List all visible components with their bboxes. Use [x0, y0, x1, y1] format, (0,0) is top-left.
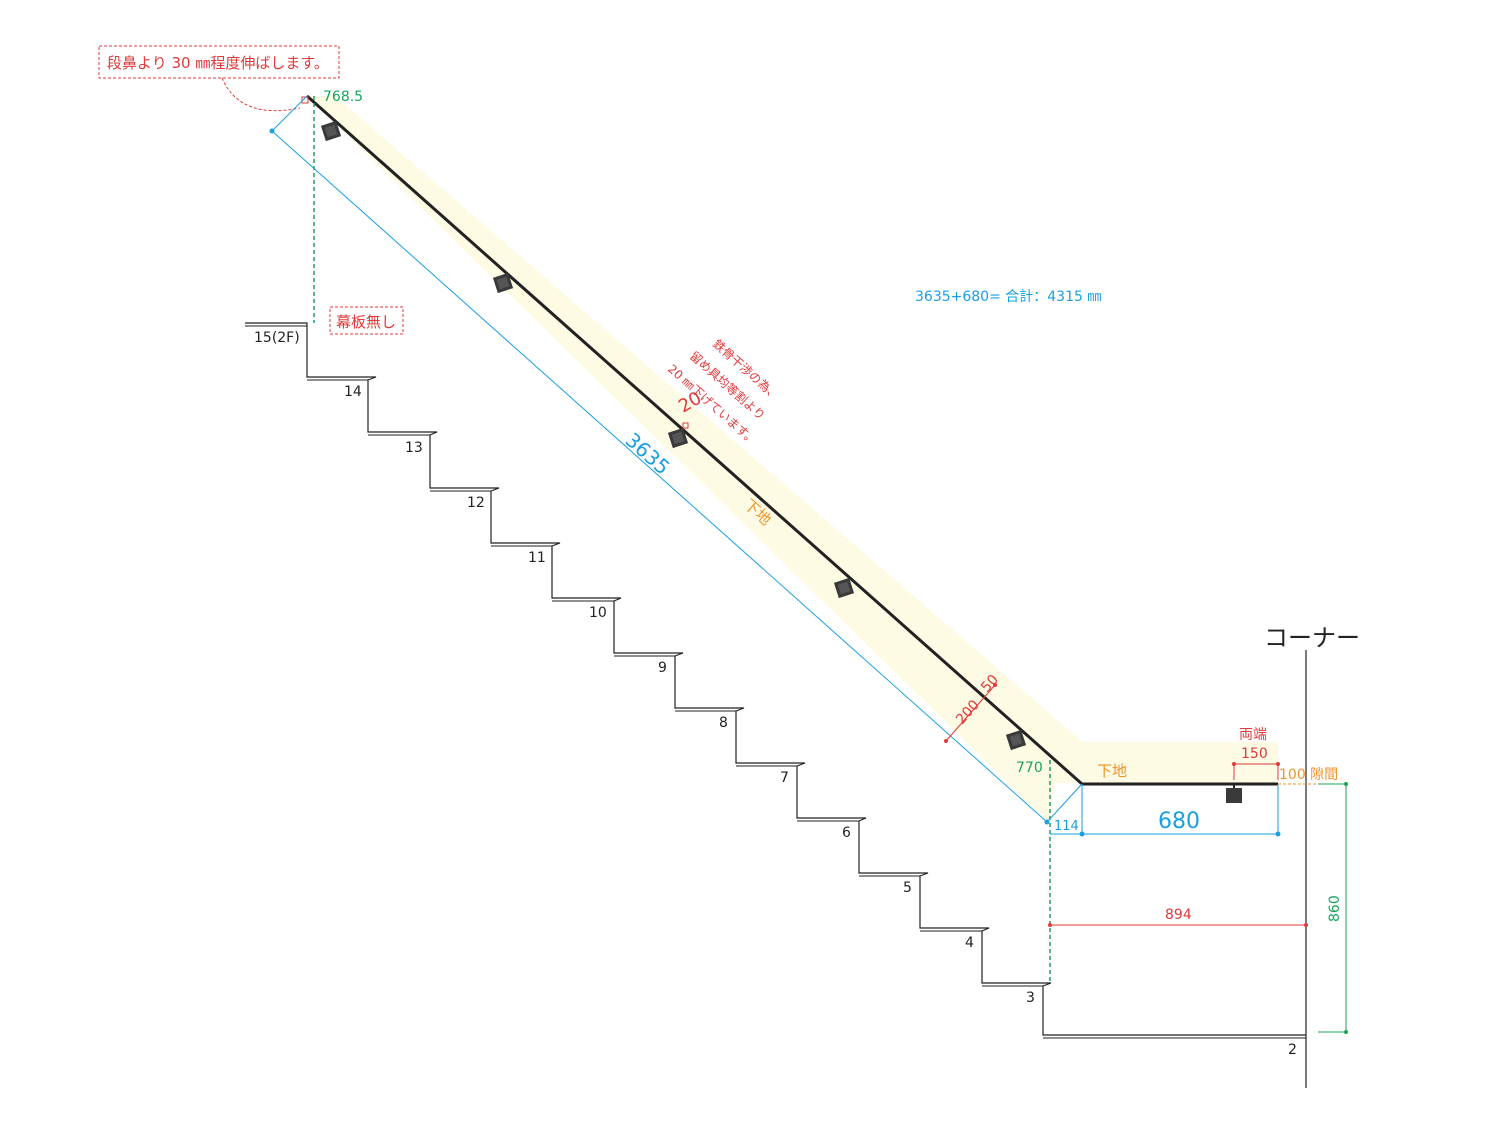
dim-894-dot-right	[1304, 923, 1308, 927]
step-label-4: 4	[965, 935, 974, 951]
top-note-text: 段鼻より 30 ㎜程度伸ばします。	[107, 54, 329, 72]
bracket-2	[492, 272, 514, 294]
step-label-13: 13	[405, 440, 423, 456]
dim-200-dot-b	[993, 683, 997, 687]
bracket-1	[320, 120, 342, 142]
staircase-profile	[245, 322, 1306, 1036]
base-band-flat	[1052, 742, 1278, 783]
dim-150-dot-left	[1232, 762, 1236, 766]
dim-150-dot-right	[1276, 762, 1280, 766]
step-label-7: 7	[780, 770, 789, 786]
dim-894-dot-left	[1048, 923, 1052, 927]
dim-894-label: 894	[1165, 907, 1192, 923]
dim-200-dot-a	[944, 739, 948, 743]
no-riser-text: 幕板無し	[336, 313, 396, 331]
dim-114-label: 114	[1054, 819, 1079, 834]
dim-150-label: 150	[1241, 746, 1268, 762]
dim-114-diag	[1046, 783, 1083, 823]
top-note-leader	[221, 77, 301, 112]
dim-680-label: 680	[1158, 809, 1200, 834]
step-label-6: 6	[842, 825, 851, 841]
bottom-height-label: 770	[1016, 760, 1043, 776]
base-flat-label: 下地	[1097, 762, 1127, 780]
dim-860-dot-bottom	[1344, 1030, 1348, 1034]
bracket-4	[833, 577, 855, 599]
slope-dim-line	[271, 130, 1048, 823]
top-note-box	[98, 45, 340, 79]
gap-label: 100 隙間	[1279, 767, 1338, 783]
step-label-5: 5	[903, 880, 912, 896]
dim-680-dot-right	[1275, 831, 1281, 837]
step-label-8: 8	[719, 715, 728, 731]
dim-680-dot-left	[1079, 831, 1085, 837]
top-height-label: 768.5	[323, 89, 363, 105]
step-label-2: 2	[1288, 1042, 1297, 1058]
step-label-12: 12	[467, 495, 485, 511]
both-ends-label: 両端	[1239, 727, 1267, 743]
no-riser-box	[329, 306, 404, 335]
step-label-3: 3	[1026, 990, 1035, 1006]
dim-200-line	[945, 684, 996, 742]
dim-860-label: 860	[1327, 895, 1343, 922]
step-label-14: 14	[344, 384, 362, 400]
step-label-9: 9	[658, 660, 667, 676]
bracket-6	[1226, 784, 1242, 803]
step-label-10: 10	[589, 605, 607, 621]
bracket-3	[667, 427, 689, 449]
top-tick	[301, 96, 309, 104]
slope-dim-dot-top	[269, 128, 275, 134]
shift-tick	[682, 422, 689, 429]
corner-label: コーナー	[1264, 624, 1360, 652]
slope-dim-ext-top	[271, 95, 308, 132]
dim-860-dot-top	[1344, 782, 1348, 786]
total-length-text: 3635+680= 合計：4315 ㎜	[915, 289, 1101, 305]
step-label-11: 11	[528, 550, 546, 566]
bracket-5	[1005, 729, 1027, 751]
step-label-15: 15(2F)	[254, 330, 300, 346]
